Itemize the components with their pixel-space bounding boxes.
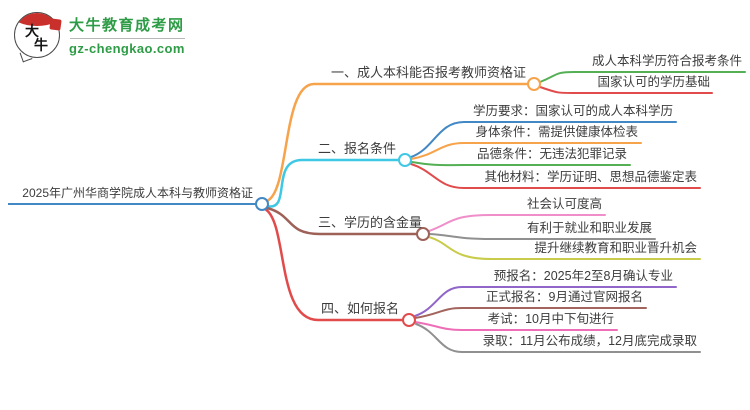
branch-4-connector	[263, 207, 404, 322]
branch-4-child-4-connector	[415, 323, 701, 353]
logo-char-bottom: 牛	[34, 38, 48, 54]
logo-divider	[70, 38, 185, 39]
root-topic-label[interactable]: 2025年广州华商学院成人本科与教师资格证	[22, 186, 253, 200]
logo-text-block: 大牛教育成考网 gz-chengkao.com	[69, 14, 185, 56]
branch-3-child-1-label[interactable]: 社会认可度高	[526, 197, 602, 211]
branch-2-child-4-connector	[410, 163, 701, 189]
branch-4-node-circle[interactable]	[402, 313, 416, 327]
logo-calligraphy-text: 大 牛	[15, 25, 59, 53]
branch-1-label[interactable]: 一、成人本科能否报考教师资格证	[330, 65, 526, 80]
branch-1-child-1-label[interactable]: 成人本科学历符合报考条件	[591, 54, 742, 68]
branch-4-child-4-label[interactable]: 录取：11月公布成绩，12月底完成录取	[482, 334, 697, 348]
branch-2-child-2-label[interactable]: 身体条件：需提供健康体检表	[475, 125, 638, 139]
branch-2-child-1-connector	[410, 121, 677, 158]
branch-1-connector	[265, 82, 530, 203]
branch-2-label[interactable]: 二、报名条件	[317, 141, 396, 156]
logo-red-cap	[15, 13, 59, 26]
branch-1-child-2-connector	[539, 86, 713, 94]
branch-2-node-circle[interactable]	[398, 153, 412, 167]
branch-3-child-3-label[interactable]: 提升继续教育和职业晋升机会	[534, 241, 697, 255]
branch-4-child-2-connector	[414, 307, 647, 319]
logo-char-top: 大	[25, 24, 39, 40]
branch-3-child-1-connector	[428, 214, 606, 232]
branch-4-child-3-label[interactable]: 考试：10月中下旬进行	[487, 312, 614, 326]
branch-2-child-2-connector	[410, 142, 642, 160]
branch-3-child-2-label[interactable]: 有利于就业和职业发展	[526, 221, 652, 235]
branch-4-label[interactable]: 四、如何报名	[320, 301, 399, 316]
branch-3-connector	[265, 206, 419, 236]
branch-4-child-1-connector	[414, 286, 677, 317]
site-url: gz-chengkao.com	[69, 41, 185, 56]
logo-seal-icon	[49, 18, 62, 31]
root-node-circle[interactable]	[255, 197, 269, 211]
site-logo[interactable]: 大 牛 大牛教育成考网 gz-chengkao.com	[14, 12, 185, 63]
branch-4-child-1-label[interactable]: 预报名：2025年2至8月确认专业	[493, 269, 673, 283]
branch-3-node-circle[interactable]	[416, 227, 430, 241]
branch-2-child-3-connector	[411, 161, 631, 167]
branch-3-child-3-connector	[428, 236, 701, 260]
branch-1-child-1-connector	[539, 71, 746, 83]
branch-2-connector	[265, 158, 400, 208]
branch-4-child-3-connector	[414, 321, 618, 331]
branch-2-child-1-label[interactable]: 学历要求：国家认可的成人本科学历	[472, 104, 673, 118]
branch-1-node-circle[interactable]	[527, 77, 541, 91]
branch-4-child-2-label[interactable]: 正式报名：9月通过官网报名	[486, 290, 643, 304]
branch-1-child-2-label[interactable]: 国家认可的学历基础	[597, 75, 710, 89]
branch-2-child-3-label[interactable]: 品德条件：无违法犯罪记录	[476, 147, 627, 161]
logo-bubble-body: 大 牛	[14, 12, 60, 58]
site-name: 大牛教育成考网	[69, 17, 185, 34]
logo-bubble-icon: 大 牛	[14, 12, 62, 63]
branch-2-child-4-label[interactable]: 其他材料：学历证明、思想品德鉴定表	[484, 170, 697, 184]
branch-3-label[interactable]: 三、学历的含金量	[318, 215, 423, 230]
branch-3-child-2-connector	[428, 233, 656, 240]
